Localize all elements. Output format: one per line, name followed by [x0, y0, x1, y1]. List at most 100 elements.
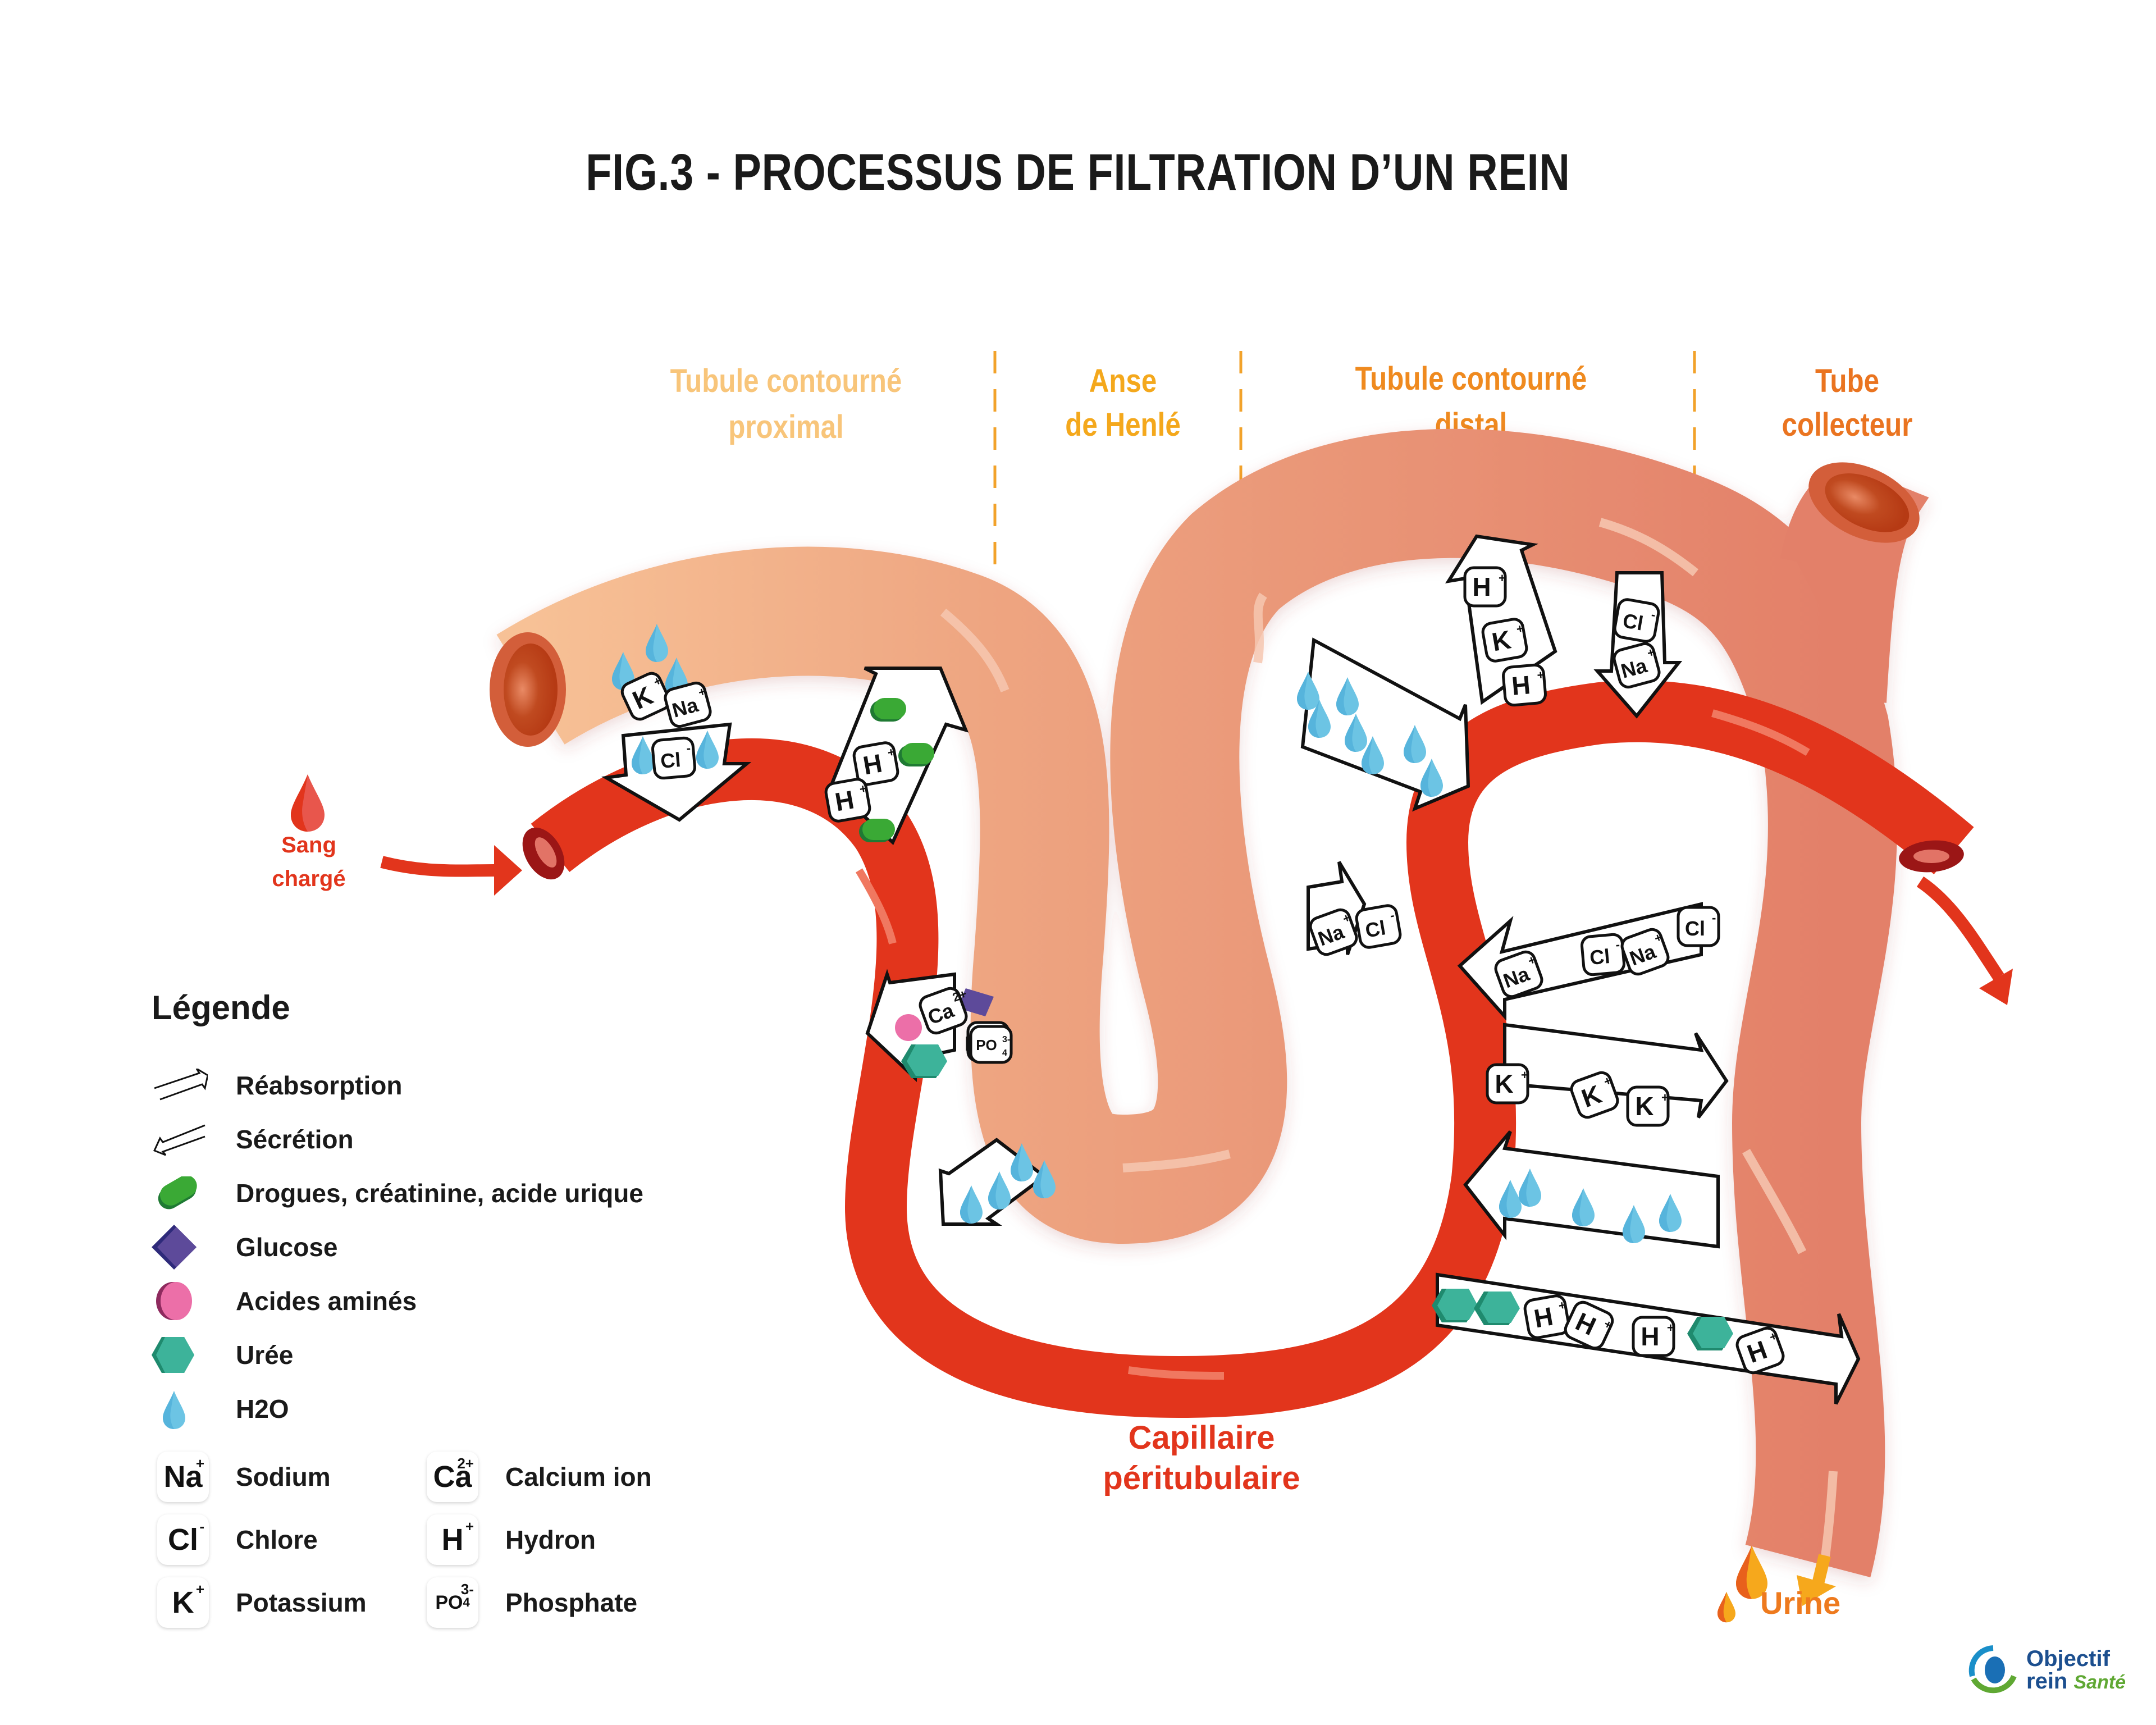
ion-charge: + [887, 745, 896, 760]
legend-item-secretion: Sécrétion [152, 1112, 643, 1166]
legend-label: Drogues, créatinine, acide urique [236, 1179, 643, 1208]
ion-symbol: Cl [1363, 916, 1387, 942]
blood-out-arrow [1916, 876, 2013, 1005]
ion-charge: + [1557, 1298, 1567, 1313]
legend-label: Acides aminés [236, 1286, 417, 1316]
amino-acid-circle-icon [895, 1014, 922, 1041]
ion-badge: Na+ [1309, 908, 1358, 956]
ion-name: Sodium [236, 1462, 331, 1491]
tubule-opening-collecteur [1808, 462, 1920, 543]
legend-item-urea: Urée [152, 1328, 643, 1382]
capillary-line1: Capillaire [1128, 1420, 1275, 1456]
svg-text:3-: 3- [1002, 1035, 1010, 1044]
ion-symbol: K [1495, 1069, 1513, 1098]
blood-in-label: Sang chargé [264, 828, 354, 896]
legend-title: Légende [152, 989, 290, 1026]
chloride-ion-icon: Cl- [157, 1514, 209, 1565]
ion-charge: - [686, 741, 691, 755]
section-proximal-line1: Tubule contourné [670, 363, 902, 399]
flow-arrow [1122, 1149, 1231, 1172]
capillary-label: Capillaire péritubulaire [1056, 1418, 1347, 1499]
ion-badge: Cl- [651, 736, 696, 780]
ion-charge: - [1389, 908, 1396, 923]
svg-text:PO: PO [976, 1037, 997, 1053]
ion-symbol: Cl [1621, 609, 1645, 635]
ion-symbol: H [1641, 1322, 1659, 1351]
urine-drops [1718, 1545, 1767, 1623]
legend-label: Sécrétion [236, 1125, 354, 1154]
legend-item-reabsorption: Réabsorption [152, 1058, 643, 1112]
capillary-entry-lumen [535, 837, 557, 868]
kidney-hands-logo-icon [1968, 1645, 2017, 1694]
section-label-distal: Tubule contourné distal [1328, 357, 1614, 447]
ion-badge: H+ [1463, 566, 1507, 608]
blood-drop-icon [291, 774, 325, 832]
ion-badge: Na+ [1613, 642, 1661, 689]
ion-charge: - [1615, 937, 1620, 952]
molecules [612, 624, 1733, 1350]
capillary-flow-arrows [855, 709, 1810, 1380]
blood-in-line1: Sang [281, 833, 336, 857]
ion-badge: H+ [1523, 1294, 1570, 1339]
logo-line2a: rein [2026, 1669, 2068, 1694]
logo-line1: Objectif [2026, 1646, 2110, 1671]
flow-arrow [1128, 1366, 1225, 1380]
ion-legend-chlore: Cl- Chlore [157, 1514, 427, 1565]
figure-title: FIG.3 - PROCESSUS DE FILTRATION D’UN REI… [586, 144, 1570, 201]
section-distal-line1: Tubule contourné [1355, 360, 1587, 397]
ion-symbol: H [1472, 572, 1491, 601]
ion-badges: K+Na+Cl-H+H+Ca2+PO43-H+K+H+Cl-Na+Na+Cl-N… [620, 566, 1785, 1375]
blood-in-line2: chargé [272, 866, 346, 891]
legend-item-glucose: Glucose [152, 1220, 643, 1274]
ion-legend-potassium: K+ Potassium [157, 1577, 427, 1628]
ion-charge: + [1661, 1090, 1669, 1105]
peritubular-capillary [522, 680, 1974, 1418]
ion-charge: + [1536, 668, 1545, 682]
ion-name: Chlore [236, 1525, 318, 1554]
ion-badge: Na+ [664, 681, 712, 728]
exchange-arrow-collecteur-water [1463, 1130, 1720, 1249]
ion-legend-sodium: Na+ Sodium [157, 1452, 427, 1502]
ion-badge: Cl- [1355, 904, 1402, 949]
section-label-collecteur: Tube collecteur [1766, 359, 1929, 447]
legend-item-water: H2O [152, 1382, 643, 1436]
tubule-opening-proximal [490, 632, 566, 747]
ion-badge: H+ [1632, 1316, 1675, 1357]
ion-badge: Cl- [1613, 598, 1660, 643]
capillary-line2: péritubulaire [1103, 1460, 1300, 1496]
glucose-diamond-icon [152, 1225, 197, 1270]
ion-charge: + [1515, 621, 1525, 636]
ion-name: Calcium ion [505, 1462, 652, 1491]
blood-in-arrow [380, 845, 522, 896]
legend-item-drugs: Drogues, créatinine, acide urique [152, 1166, 643, 1220]
ion-badge: H+ [1502, 663, 1547, 707]
ion-legend-hydron: H+ Hydron [427, 1514, 696, 1565]
svg-text:4: 4 [1002, 1048, 1007, 1058]
ion-charge: - [1650, 608, 1657, 622]
legend-label: Glucose [236, 1233, 338, 1262]
ion-charge: + [858, 781, 868, 796]
section-collecteur-line2: collecteur [1782, 407, 1913, 443]
capillary-path [531, 680, 1974, 1418]
urine-label: Urine [1760, 1585, 1841, 1621]
ion-badge: H+ [852, 741, 899, 786]
ion-badge: Na+ [1620, 928, 1670, 976]
urine-arrow [1797, 1554, 1836, 1606]
ion-charge: + [1521, 1068, 1528, 1082]
ion-badge: H+ [824, 778, 871, 823]
flow-arrow [940, 608, 1010, 692]
legend: Légende Réabsorption Sécrétion Drogues, … [152, 988, 643, 1436]
flow-arrow [1598, 518, 1698, 577]
reabsorption-arrow-icon [154, 1069, 208, 1101]
objectif-rein-sante-logo: Objectif rein Santé [1968, 1645, 2126, 1696]
ion-badge: H+ [1735, 1326, 1785, 1375]
ion-symbol: Cl [1589, 944, 1611, 969]
section-label-henle: Anse de Henlé [1027, 359, 1218, 447]
logo-line2b: Santé [2073, 1672, 2126, 1693]
drug-capsule-icon [158, 1176, 197, 1210]
ion-name: Potassium [236, 1588, 367, 1617]
capillary-exit-lumen [1913, 850, 1949, 863]
flow-arrow [1253, 592, 1267, 664]
